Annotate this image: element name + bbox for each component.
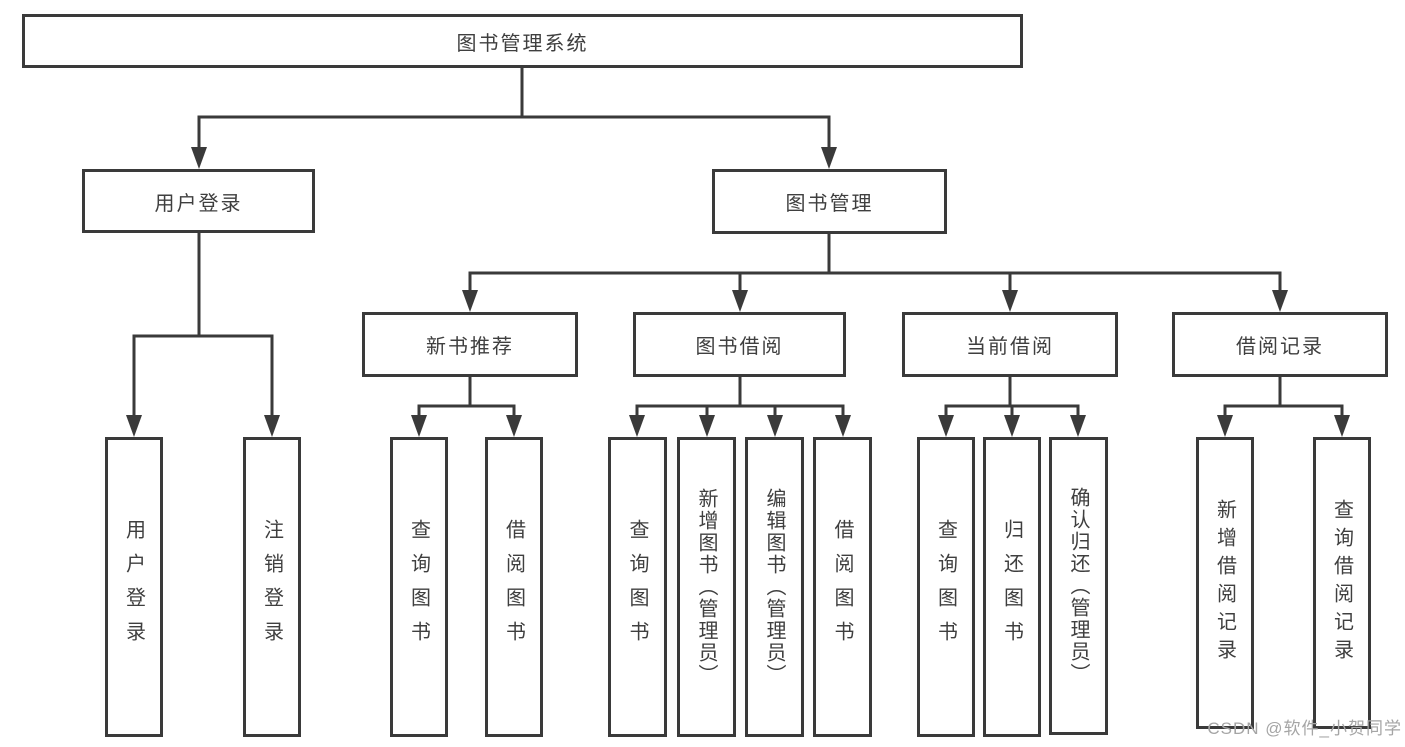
node-label: 新增图书（管理员） <box>695 488 717 686</box>
node-borrow-record: 借阅记录 <box>1172 312 1388 377</box>
arrowhead <box>1334 415 1350 437</box>
node-label: 用户登录 <box>154 192 243 215</box>
node-label: 图书借阅 <box>695 336 784 358</box>
node-label: 查询图书 <box>407 519 430 655</box>
node-label: 注销登录 <box>260 519 283 655</box>
node-nb-borrow: 借阅图书 <box>485 437 543 737</box>
arrowhead <box>767 415 783 437</box>
node-bb-borrow: 借阅图书 <box>813 437 872 737</box>
node-user-login: 用户登录 <box>82 169 315 233</box>
arrowhead <box>1004 415 1020 437</box>
node-root: 图书管理系统 <box>22 14 1023 68</box>
node-label: 借阅图书 <box>502 519 525 655</box>
arrowhead <box>732 290 748 312</box>
arrowhead <box>835 415 851 437</box>
arrowhead <box>1272 290 1288 312</box>
arrowhead <box>1070 415 1086 437</box>
node-new-book-rec: 新书推荐 <box>362 312 578 377</box>
node-cb-return: 归还图书 <box>983 437 1041 737</box>
arrowhead <box>821 147 837 169</box>
node-book-borrow: 图书借阅 <box>633 312 846 377</box>
node-label: 查询借阅记录 <box>1330 499 1353 667</box>
node-br-query: 查询借阅记录 <box>1313 437 1371 729</box>
arrowhead <box>1002 290 1018 312</box>
csdn-watermark: CSDN @软件_小贺同学 <box>1207 719 1402 738</box>
node-label: 借阅记录 <box>1236 336 1324 358</box>
node-label: 确认归还（管理员） <box>1067 487 1089 685</box>
node-logout: 注销登录 <box>243 437 301 737</box>
node-cb-confirm: 确认归还（管理员） <box>1049 437 1108 735</box>
node-label: 新书推荐 <box>426 336 514 358</box>
node-br-add: 新增借阅记录 <box>1196 437 1254 729</box>
arrowhead <box>126 415 142 437</box>
arrowhead <box>462 290 478 312</box>
node-label: 当前借阅 <box>966 336 1054 358</box>
arrowhead <box>699 415 715 437</box>
arrowhead <box>938 415 954 437</box>
node-bb-add: 新增图书（管理员） <box>677 437 736 737</box>
node-nb-query: 查询图书 <box>390 437 448 737</box>
node-current-borrow: 当前借阅 <box>902 312 1118 377</box>
arrowhead <box>506 415 522 437</box>
node-book-mgmt: 图书管理 <box>712 169 947 234</box>
node-login: 用户登录 <box>105 437 163 737</box>
node-cb-query: 查询图书 <box>917 437 975 737</box>
node-label: 查询图书 <box>626 519 648 655</box>
node-label: 图书管理系统 <box>456 32 589 55</box>
node-bb-query: 查询图书 <box>608 437 667 737</box>
arrowhead <box>191 147 207 169</box>
node-label: 图书管理 <box>785 193 874 215</box>
node-bb-edit: 编辑图书（管理员） <box>745 437 804 737</box>
arrowhead <box>264 415 280 437</box>
node-label: 新增借阅记录 <box>1213 499 1236 667</box>
node-label: 查询图书 <box>934 519 957 655</box>
node-label: 编辑图书（管理员） <box>763 488 785 686</box>
arrowhead <box>629 415 645 437</box>
node-label: 用户登录 <box>122 519 145 655</box>
node-label: 归还图书 <box>1000 519 1023 655</box>
node-label: 借阅图书 <box>831 519 853 655</box>
arrowhead <box>411 415 427 437</box>
arrowhead <box>1217 415 1233 437</box>
